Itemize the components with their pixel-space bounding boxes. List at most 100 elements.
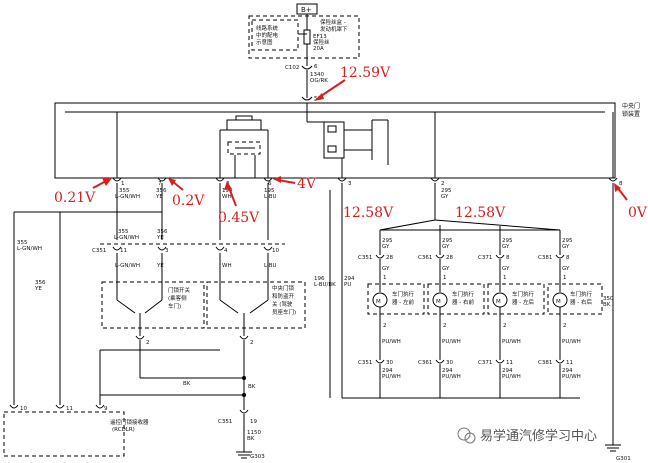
act1-bottom-color: PU/WH	[382, 374, 401, 380]
supply-label: B+	[301, 6, 312, 14]
act3-bottom-color: PU/WH	[502, 374, 521, 380]
pin-2-wire: 295	[441, 188, 452, 194]
pin-2-color: GY	[441, 194, 449, 200]
power-note-box	[251, 19, 299, 51]
pin-1-wire: 355	[119, 188, 130, 194]
act4-mid-pin: 1	[563, 275, 567, 281]
receiver-label-1: 遥控门锁接收器	[110, 418, 149, 426]
act2-pin-top: 28	[446, 255, 453, 261]
act2-mid-color: GY	[442, 266, 450, 272]
pin-4-wire: 194	[222, 188, 233, 194]
actuator-feed-wires: 196 L-BU/BK 294 PU 350 BK G301	[314, 183, 631, 462]
act4-conn: C381	[538, 255, 552, 261]
act4-pin-bottom: 11	[566, 360, 573, 366]
c351-wire-2: 356	[157, 229, 168, 235]
pin-6: 6	[268, 181, 272, 187]
receiver-pin-11: 11	[66, 406, 73, 412]
act3-pin-bottom: 11	[506, 360, 513, 366]
act1-top-color: GY	[382, 244, 390, 250]
c351-bottom-color-3: WH	[222, 263, 232, 269]
harness-wires: 355 L-GN/WH 356 YE 355 L-GN/WH 356 YE C3…	[13, 183, 285, 405]
act3-conn-bottom: C371	[478, 360, 492, 366]
pin-3: 3	[348, 181, 352, 187]
watermark-text: 易学通汽修学习中心	[480, 428, 597, 444]
power-note-1: 线路系统	[256, 24, 279, 32]
act4-top-color: GY	[562, 244, 570, 250]
act4-pin-top: 8	[566, 255, 570, 261]
c351-label: C351	[92, 248, 106, 254]
module-outline	[54, 102, 616, 179]
watermark: 易学通汽修学习中心	[457, 427, 597, 444]
act2-pin-bottom: 30	[446, 360, 453, 366]
act4-bottom-color: PU/WH	[562, 374, 581, 380]
fuse-box-outline	[248, 15, 360, 59]
act3-label-1: 车门执行	[512, 290, 535, 298]
act3-bottom-wire: 294	[502, 368, 513, 374]
act3-pin-top: 8	[506, 255, 510, 261]
power-note-2: 中的配电	[256, 31, 279, 39]
act1-pin-bottom: 30	[386, 360, 393, 366]
receiver-pin-9: 9	[104, 406, 108, 412]
wire-196-color: L-BU/BK	[314, 282, 336, 288]
voltage-pin5: 12.59V	[340, 65, 391, 81]
act2-conn: C361	[418, 255, 432, 261]
module-label-2: 锁装置	[622, 110, 640, 118]
act4-top-wire: 295	[562, 238, 573, 244]
act3-top-color: GY	[502, 244, 510, 250]
c351-pin-10: 10	[272, 248, 279, 254]
receiver-pin-10: 10	[20, 406, 27, 412]
pin-7-wire: 356	[156, 188, 167, 194]
switch-right-3: 关 (驾驶	[272, 300, 293, 308]
act2-top-color: GY	[442, 244, 450, 250]
voltage-pin8: 0V	[628, 205, 648, 221]
voltage-pin2: 12.58V	[455, 205, 506, 221]
c102-label: C102	[285, 65, 299, 71]
act3-low-pin: 2	[503, 323, 507, 329]
fuse-rating: 20A	[313, 46, 324, 52]
wire-1150-color: BK	[247, 436, 255, 442]
ground-bus-color: BK	[183, 381, 191, 387]
receiver-label-2: (RCDLR)	[112, 427, 135, 433]
c351-wire-1-color: L-GN/WH	[114, 235, 139, 241]
fuse-box-label-2: 发动机罩下	[320, 25, 348, 33]
wire-350-color: BK	[603, 302, 611, 308]
act2-mid-pin: 1	[443, 275, 447, 281]
actuator-left-rear: 295 GY C371 8 1 GY M 车门执行 器 - 左后 2 PU/WH…	[478, 226, 545, 398]
act1-label-2: 器 - 左前	[392, 298, 414, 306]
act1-top-wire: 295	[382, 238, 393, 244]
act1-mid-color: GY	[382, 266, 390, 272]
c351-lower-pin: 19	[250, 419, 257, 425]
pin-6-wire: 195	[264, 188, 275, 194]
c102-pin: 6	[314, 64, 318, 70]
act1-low-pin: 2	[383, 323, 387, 329]
actuator-right-rear: 295 GY C381 8 1 GY M 车门执行 器 - 右后 2 PU/WH…	[538, 230, 603, 398]
act3-top-wire: 295	[502, 238, 513, 244]
c351-bottom-color-4: L-BU	[264, 263, 277, 269]
act2-low-color: PU/WH	[442, 339, 461, 345]
ground-g303: G303	[250, 454, 265, 460]
act2-motor: M	[436, 299, 441, 305]
act1-low-color: PU/WH	[382, 339, 401, 345]
wire-294: 294	[344, 276, 355, 282]
pin-7: 7	[158, 181, 162, 187]
pin-7-color: YE	[155, 194, 163, 200]
act2-label-1: 车门执行	[452, 290, 475, 298]
power-supply: B+ 保险丝盒 - 发动机罩下 线路系统 中的配电 示意图 EF13 保险丝 2…	[248, 3, 360, 98]
act2-top-wire: 295	[442, 238, 453, 244]
wire-1340: 1340	[310, 72, 324, 78]
door-lock-switch-left: 门锁开关 (乘客侧 车门) 2	[101, 281, 205, 378]
act4-label-2: 器 - 右后	[570, 298, 592, 306]
act1-conn: C351	[358, 255, 372, 261]
act1-bottom-wire: 294	[382, 368, 393, 374]
pin-4-color: WH	[222, 194, 232, 200]
act2-bottom-color: PU/WH	[442, 374, 461, 380]
act3-label-2: 器 - 左后	[512, 298, 534, 306]
wire-294-color: PU	[344, 282, 351, 288]
c351-bottom-color-1: L-GN/WH	[115, 263, 140, 269]
act4-bottom-wire: 294	[562, 368, 573, 374]
c351-wire-2-color: YE	[156, 235, 164, 241]
switch-left-3: 车门)	[168, 302, 181, 310]
fuse-ef13	[303, 29, 311, 45]
act4-low-pin: 2	[563, 323, 567, 329]
act1-mid-pin: 1	[383, 275, 387, 281]
